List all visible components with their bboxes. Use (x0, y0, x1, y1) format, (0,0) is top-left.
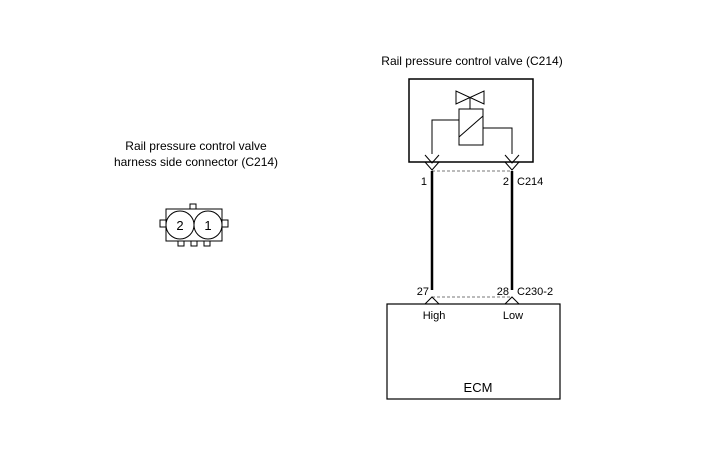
ecm-terminal-high-label: High (423, 310, 446, 322)
ecm-box (386, 303, 561, 400)
harness-connector-view: Rail pressure control valve harness side… (114, 139, 278, 247)
connector-pin-1-circle (193, 210, 223, 240)
ecm-label: ECM (464, 380, 493, 395)
harness-wires (430, 171, 514, 290)
c214-pin-2-label: 2 (503, 176, 509, 188)
connector-shell-lines (432, 170, 512, 298)
c214-pin-1-label: 1 (421, 176, 427, 188)
valve-terminal-chevrons (424, 154, 520, 171)
valve-component: Rail pressure control valve (C214) (381, 54, 563, 171)
connector-face (159, 203, 229, 247)
ecm-component: High Low ECM (386, 303, 561, 400)
connector-title-line2: harness side connector (C214) (114, 155, 278, 169)
ecm-terminal-chevrons (424, 296, 520, 305)
valve-title: Rail pressure control valve (C214) (381, 54, 562, 68)
connector-title-line1: Rail pressure control valve (125, 139, 267, 153)
valve-symbol-icon (455, 90, 485, 109)
connector-pin-1-label: 1 (204, 218, 211, 233)
connector-pin-2-label: 2 (176, 218, 183, 233)
c214-connector-label: C214 (517, 176, 543, 188)
c230-pin-27-label: 27 (417, 286, 429, 298)
c230-connector-label: C230-2 (517, 286, 553, 298)
ecm-terminal-low-label: Low (503, 310, 523, 322)
valve-internal-wiring (431, 119, 513, 154)
solenoid-coil-icon (458, 108, 484, 146)
c230-pin-28-label: 28 (497, 286, 509, 298)
